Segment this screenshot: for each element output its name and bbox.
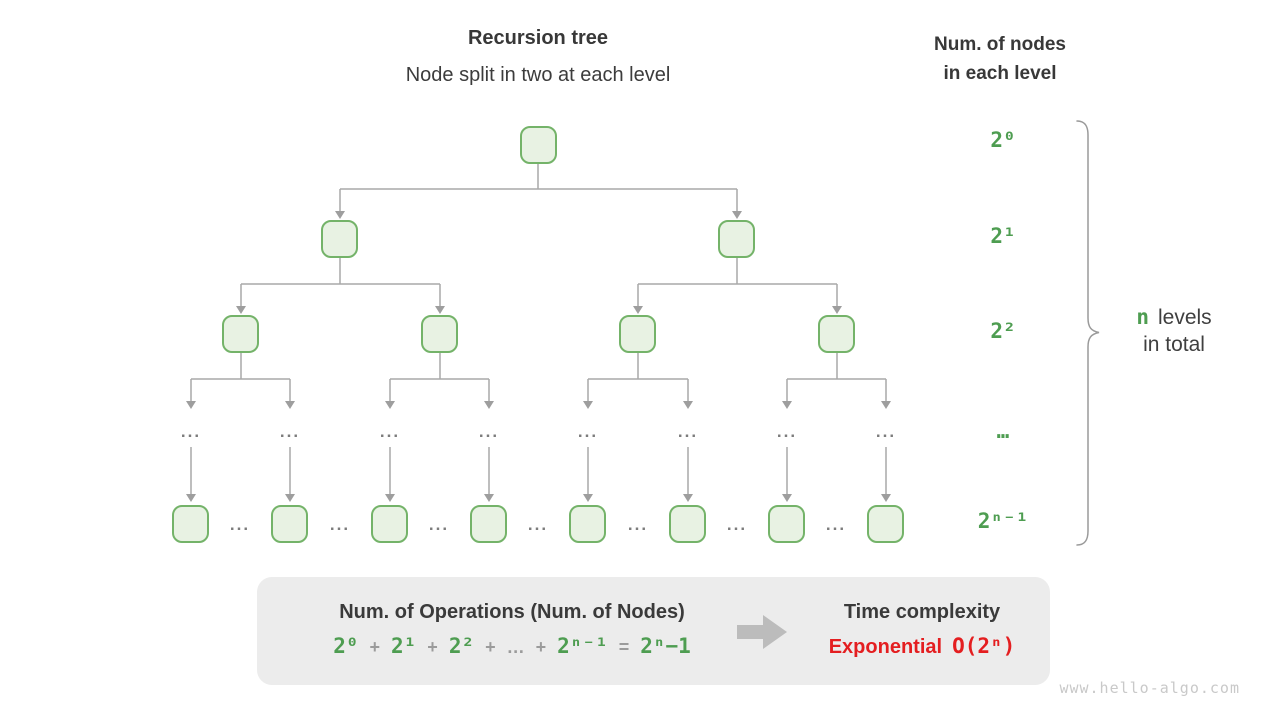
brace xyxy=(1076,120,1100,546)
tree-node xyxy=(271,505,308,543)
arrow-right-icon xyxy=(737,615,787,649)
summary-box: Num. of Operations (Num. of Nodes) 2⁰ + … xyxy=(257,577,1050,685)
tree-node xyxy=(520,126,557,164)
node-separator-ellipsis: ... xyxy=(726,515,748,534)
formula-term: 2⁰ xyxy=(333,634,359,658)
brace-note-line2: in total xyxy=(1143,333,1205,356)
complexity-notation: O(2ⁿ) xyxy=(952,634,1016,658)
time-complexity-value: Exponential O(2ⁿ) xyxy=(802,634,1042,659)
tree-node xyxy=(371,505,408,543)
tree-ellipsis: ... xyxy=(776,422,798,441)
operations-formula: 2⁰ + 2¹ + 2² + … + 2ⁿ⁻¹ = 2ⁿ−1 xyxy=(277,634,747,658)
operations-title: Num. of Operations (Num. of Nodes) xyxy=(339,601,685,623)
tree-ellipsis: ... xyxy=(875,422,897,441)
tree-node xyxy=(669,505,706,543)
tree-ellipsis: ... xyxy=(279,422,301,441)
levels-word: levels xyxy=(1157,306,1212,329)
tree-node xyxy=(172,505,209,543)
node-separator-ellipsis: ... xyxy=(627,515,649,534)
tree-ellipsis: ... xyxy=(577,422,599,441)
tree-node xyxy=(222,315,259,353)
tree-ellipsis: ... xyxy=(478,422,500,441)
formula-ellipsis: … xyxy=(506,637,525,657)
right-panel-heading: Num. of nodes in each level xyxy=(895,30,1105,88)
tree-node xyxy=(619,315,656,353)
complexity-name: Exponential xyxy=(828,636,943,658)
formula-operator: + xyxy=(427,637,438,657)
level-count-label-3: … xyxy=(996,419,1010,443)
node-separator-ellipsis: ... xyxy=(329,515,351,534)
tree-node xyxy=(569,505,606,543)
tree-node xyxy=(718,220,755,258)
formula-term: 2ⁿ⁻¹ xyxy=(557,634,608,658)
formula-result: 2ⁿ−1 xyxy=(640,634,691,658)
watermark: www.hello-algo.com xyxy=(1059,679,1240,697)
formula-term: 2² xyxy=(448,634,475,658)
node-separator-ellipsis: ... xyxy=(527,515,549,534)
tree-ellipsis: ... xyxy=(677,422,699,441)
node-separator-ellipsis: ... xyxy=(428,515,450,534)
tree-node xyxy=(321,220,358,258)
formula-equals: = xyxy=(618,637,630,657)
tree-node xyxy=(818,315,855,353)
tree-ellipsis: ... xyxy=(379,422,401,441)
page-subtitle: Node split in two at each level xyxy=(405,64,671,86)
formula-term: 2¹ xyxy=(391,634,417,658)
tree-node xyxy=(867,505,904,543)
arrowheads xyxy=(186,211,891,502)
formula-operator: + xyxy=(535,637,547,657)
formula-operator: + xyxy=(369,637,380,657)
level-count-label-4: 2ⁿ⁻¹ xyxy=(977,509,1029,533)
time-complexity-title: Time complexity xyxy=(843,601,1001,623)
n-variable: n xyxy=(1136,305,1149,329)
node-separator-ellipsis: ... xyxy=(229,515,251,534)
page-title: Recursion tree xyxy=(467,27,609,49)
tree-node xyxy=(470,505,507,543)
level-count-label-0: 2⁰ xyxy=(990,128,1016,152)
right-panel-heading-line2: in each level xyxy=(943,63,1057,84)
level-count-label-2: 2² xyxy=(990,319,1016,343)
tree-node xyxy=(421,315,458,353)
node-separator-ellipsis: ... xyxy=(825,515,847,534)
tree-node xyxy=(768,505,805,543)
right-panel-heading-line1: Num. of nodes xyxy=(934,34,1066,55)
tree-ellipsis: ... xyxy=(180,422,202,441)
formula-operator: + xyxy=(485,637,496,657)
level-count-label-1: 2¹ xyxy=(990,224,1016,248)
